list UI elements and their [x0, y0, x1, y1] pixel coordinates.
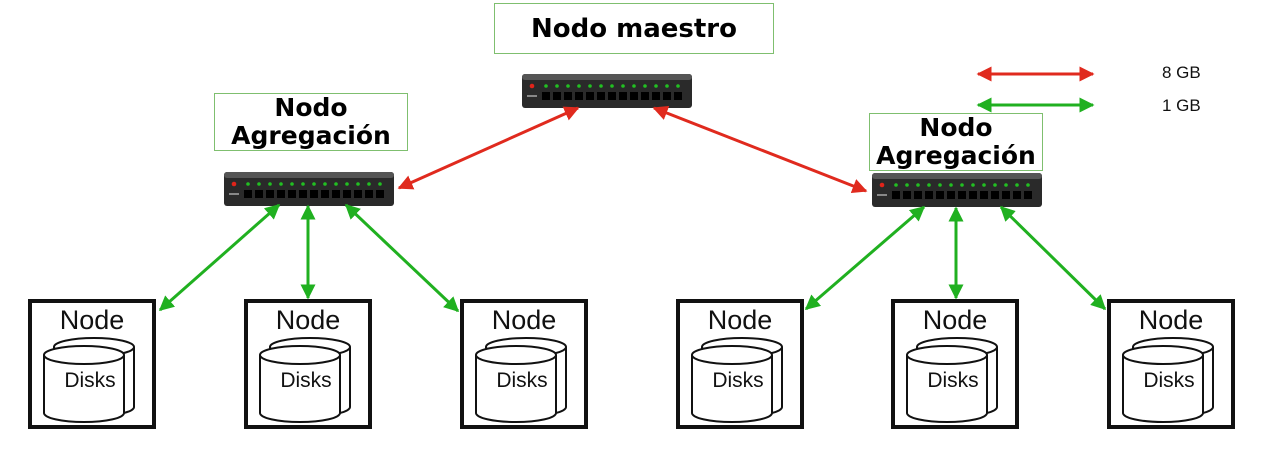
aggregation-right-line1: Nodo	[919, 113, 993, 142]
storage-node: Node Disks	[676, 299, 804, 429]
disk-label: Disks	[496, 369, 548, 392]
node-title: Node	[491, 305, 557, 335]
disk-stack-icon	[691, 337, 783, 423]
legend-1gb-label: 1 GB	[1162, 96, 1201, 115]
node-title: Node	[59, 305, 125, 335]
master-node-label-text: Nodo maestro	[530, 14, 737, 44]
aggregation-left-switch-icon	[224, 172, 394, 206]
link-master-left	[397, 106, 580, 190]
disk-stack-icon	[475, 337, 567, 423]
disk-stack-icon	[1122, 337, 1214, 423]
aggregation-right-label: Nodo Agregación	[869, 113, 1043, 171]
node-title: Node	[707, 305, 773, 335]
legend-8gb-label: 8 GB	[1162, 63, 1201, 82]
storage-node: Node Disks	[28, 299, 156, 429]
node-title: Node	[922, 305, 988, 335]
master-node-label: Nodo maestro	[494, 3, 774, 54]
storage-node: Node Disks	[460, 299, 588, 429]
master-switch-icon	[522, 74, 692, 108]
aggregation-right-line2: Agregación	[876, 140, 1036, 170]
disk-label: Disks	[927, 369, 979, 392]
node-title: Node	[275, 305, 341, 335]
node-title: Node	[1138, 305, 1204, 335]
link-master-right	[652, 105, 868, 194]
aggregation-left-label: Nodo Agregación	[214, 93, 408, 151]
storage-node: Node Disks	[891, 299, 1019, 429]
storage-node: Node Disks	[244, 299, 372, 429]
aggregation-left-line2: Agregación	[231, 120, 391, 150]
disk-stack-icon	[259, 337, 351, 423]
disk-stack-icon	[906, 337, 998, 423]
link-right-node6	[999, 205, 1107, 311]
disk-label: Disks	[64, 369, 116, 392]
link-left-node3	[344, 203, 460, 313]
disk-stack-icon	[43, 337, 135, 423]
storage-node: Node Disks	[1107, 299, 1235, 429]
disk-label: Disks	[712, 369, 764, 392]
aggregation-left-line1: Nodo	[274, 93, 348, 122]
disk-label: Disks	[280, 369, 332, 392]
link-right-node4	[804, 205, 926, 311]
disk-label: Disks	[1143, 369, 1195, 392]
link-left-node1	[158, 203, 281, 312]
aggregation-right-switch-icon	[872, 173, 1042, 207]
